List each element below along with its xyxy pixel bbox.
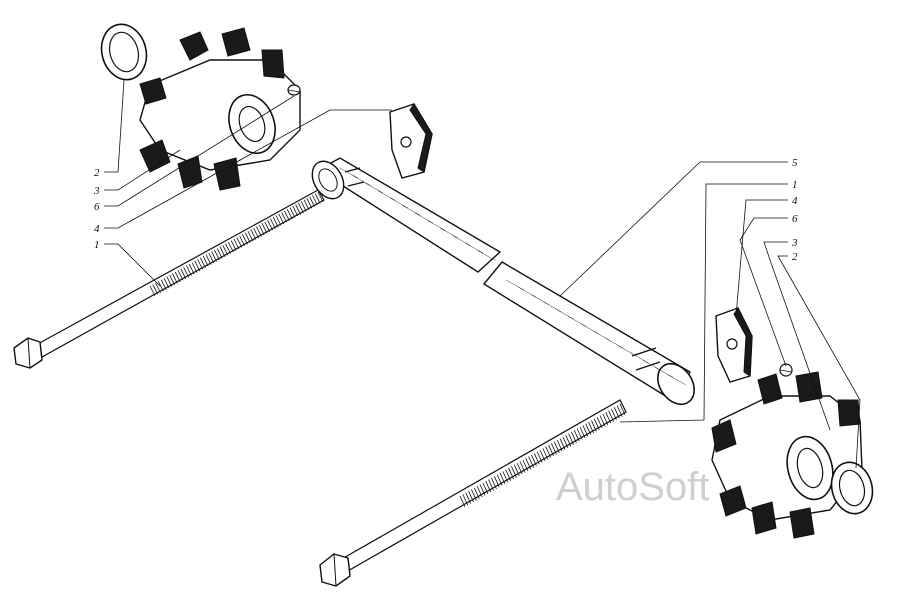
callout-left-2: 3 bbox=[93, 185, 100, 197]
hub-upper-left bbox=[100, 23, 301, 191]
bolt-lower bbox=[319, 399, 627, 587]
callout-group-left: 2 3 6 4 1 bbox=[93, 167, 100, 251]
callout-right-4: 6 bbox=[792, 213, 798, 225]
callout-right-3: 4 bbox=[792, 195, 798, 207]
callout-right-1: 5 bbox=[792, 157, 798, 169]
central-shaft bbox=[311, 157, 695, 406]
callout-right-5: 3 bbox=[791, 237, 798, 249]
callout-left-1: 2 bbox=[94, 167, 100, 179]
callout-group-right: 5 1 4 6 3 2 bbox=[791, 157, 798, 263]
watermark-text: AutoSoft bbox=[556, 465, 709, 509]
leader-lines-right bbox=[559, 161, 861, 469]
wedge-lower bbox=[715, 307, 753, 383]
callout-left-4: 4 bbox=[94, 223, 100, 235]
bolt-left bbox=[13, 189, 325, 369]
hub-lower-right bbox=[711, 363, 874, 539]
wedge-upper bbox=[389, 103, 433, 179]
callout-left-5: 1 bbox=[94, 239, 100, 251]
leader-lines-left bbox=[104, 79, 392, 287]
callout-right-2: 1 bbox=[792, 179, 798, 191]
callout-right-6: 2 bbox=[792, 251, 798, 263]
callout-left-3: 6 bbox=[94, 201, 100, 213]
